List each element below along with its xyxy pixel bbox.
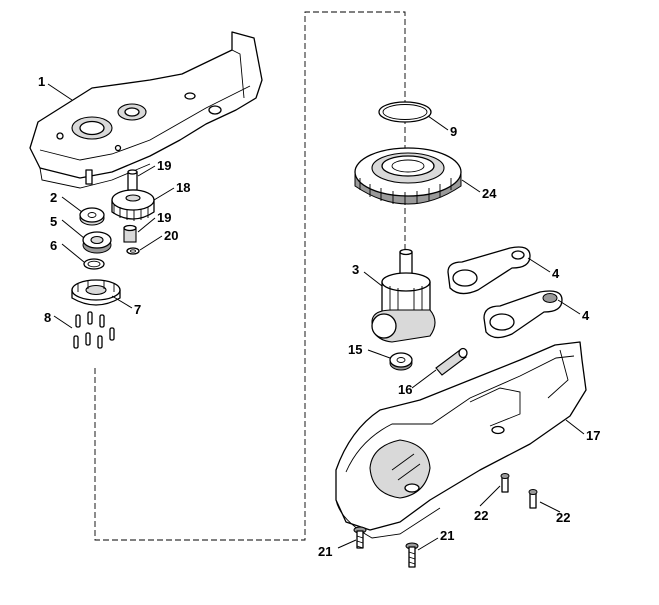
leader-lines bbox=[47, 83, 585, 551]
callout-24: 24 bbox=[482, 186, 497, 201]
gear-housing-top bbox=[29, 31, 263, 189]
pinion-gear bbox=[111, 189, 155, 221]
callout-4-upper: 4 bbox=[552, 266, 560, 281]
callout-16: 16 bbox=[398, 382, 412, 397]
callout-19-lower: 19 bbox=[157, 210, 171, 225]
needle-rollers bbox=[73, 311, 115, 349]
callout-17: 17 bbox=[586, 428, 600, 443]
callout-2: 2 bbox=[50, 190, 57, 205]
callout-21-left: 21 bbox=[318, 544, 332, 559]
pinion-bushing bbox=[123, 224, 137, 243]
small-washer bbox=[126, 247, 140, 255]
callout-4-lower: 4 bbox=[582, 308, 590, 323]
callout-21-right: 21 bbox=[440, 528, 454, 543]
callout-20: 20 bbox=[164, 228, 178, 243]
screw-21-right bbox=[405, 542, 419, 568]
needle-sleeve bbox=[71, 279, 121, 306]
connecting-rod-lower bbox=[483, 290, 563, 339]
screw-21-left bbox=[353, 526, 367, 549]
callout-1: 1 bbox=[38, 74, 45, 89]
callout-8: 8 bbox=[44, 310, 51, 325]
large-spur-gear bbox=[354, 147, 462, 205]
gear-housing-bottom bbox=[335, 341, 587, 539]
screw-22-right bbox=[528, 489, 538, 509]
callout-3: 3 bbox=[352, 262, 359, 277]
callout-19-upper: 19 bbox=[157, 158, 171, 173]
callout-6: 6 bbox=[50, 238, 57, 253]
connecting-rod-upper bbox=[447, 246, 531, 295]
o-ring bbox=[378, 101, 432, 123]
callout-22-right: 22 bbox=[556, 510, 570, 525]
callout-5: 5 bbox=[50, 214, 57, 229]
screw-22-left bbox=[500, 473, 510, 493]
guide-pin bbox=[435, 347, 468, 376]
circlip bbox=[83, 258, 105, 270]
callout-labels: 1 2 5 6 7 8 19 18 19 20 9 24 3 4 4 15 16… bbox=[38, 74, 600, 559]
bushing bbox=[389, 352, 413, 371]
ball-bearing bbox=[82, 231, 112, 254]
pinion-pin bbox=[127, 169, 138, 191]
crankshaft bbox=[371, 248, 436, 343]
washer bbox=[79, 207, 105, 226]
callout-15: 15 bbox=[348, 342, 362, 357]
callout-7: 7 bbox=[134, 302, 141, 317]
callout-22-left: 22 bbox=[474, 508, 488, 523]
callout-18: 18 bbox=[176, 180, 190, 195]
callout-9: 9 bbox=[450, 124, 457, 139]
